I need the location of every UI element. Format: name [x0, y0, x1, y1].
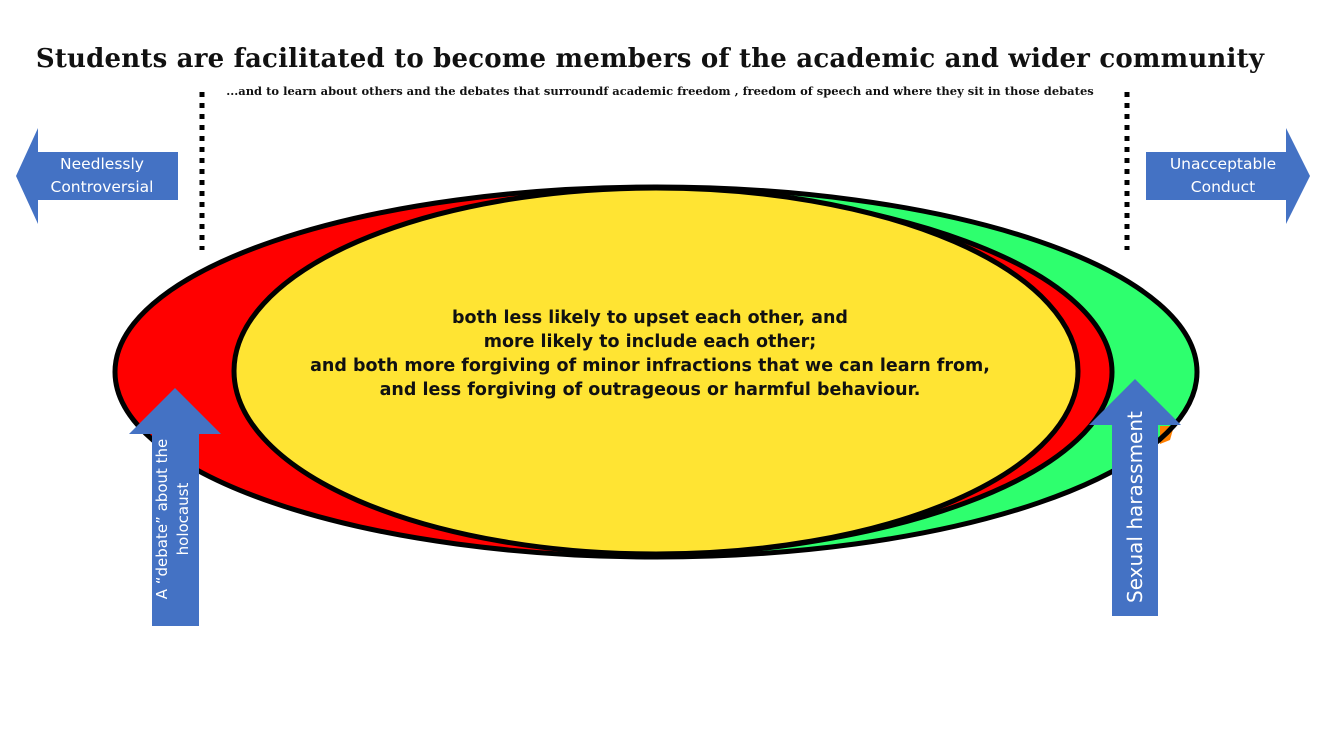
left-arrow-line2: Controversial	[50, 178, 154, 196]
left-up-arrow	[129, 388, 221, 626]
left-arrow-line1: Needlessly	[60, 155, 144, 173]
center-line: more likely to include each other;	[483, 332, 817, 352]
center-line: and both more forgiving of minor infract…	[310, 356, 990, 376]
left-up-arrow-line2: holocaust	[174, 482, 192, 556]
red-ellipse-outline	[115, 187, 1115, 557]
center-description: both less likely to upset each other, an…	[290, 306, 1010, 402]
right-up-arrow	[1089, 379, 1181, 616]
right-arrow-line2: Conduct	[1190, 178, 1256, 196]
center-ellipse-yellow	[231, 185, 1081, 557]
left-arrow	[16, 128, 178, 224]
right-arrow	[1146, 128, 1310, 224]
right-arrow-label: Unacceptable Conduct	[1150, 153, 1296, 199]
left-arrow-label: Needlessly Controversial	[38, 153, 166, 199]
center-line: and less forgiving of outrageous or harm…	[379, 380, 921, 400]
right-up-arrow-label: Sexual harassment	[1123, 411, 1147, 603]
center-line: both less likely to upset each other, an…	[452, 308, 848, 328]
left-up-arrow-label: A “debate” about the holocaust	[152, 429, 200, 609]
diagram-subtitle: ...and to learn about others and the deb…	[226, 84, 1094, 98]
left-up-arrow-line1: A “debate” about the	[153, 438, 171, 600]
diagram-title: Students are facilitated to become membe…	[35, 44, 1265, 74]
right-arrow-line1: Unacceptable	[1169, 155, 1277, 173]
